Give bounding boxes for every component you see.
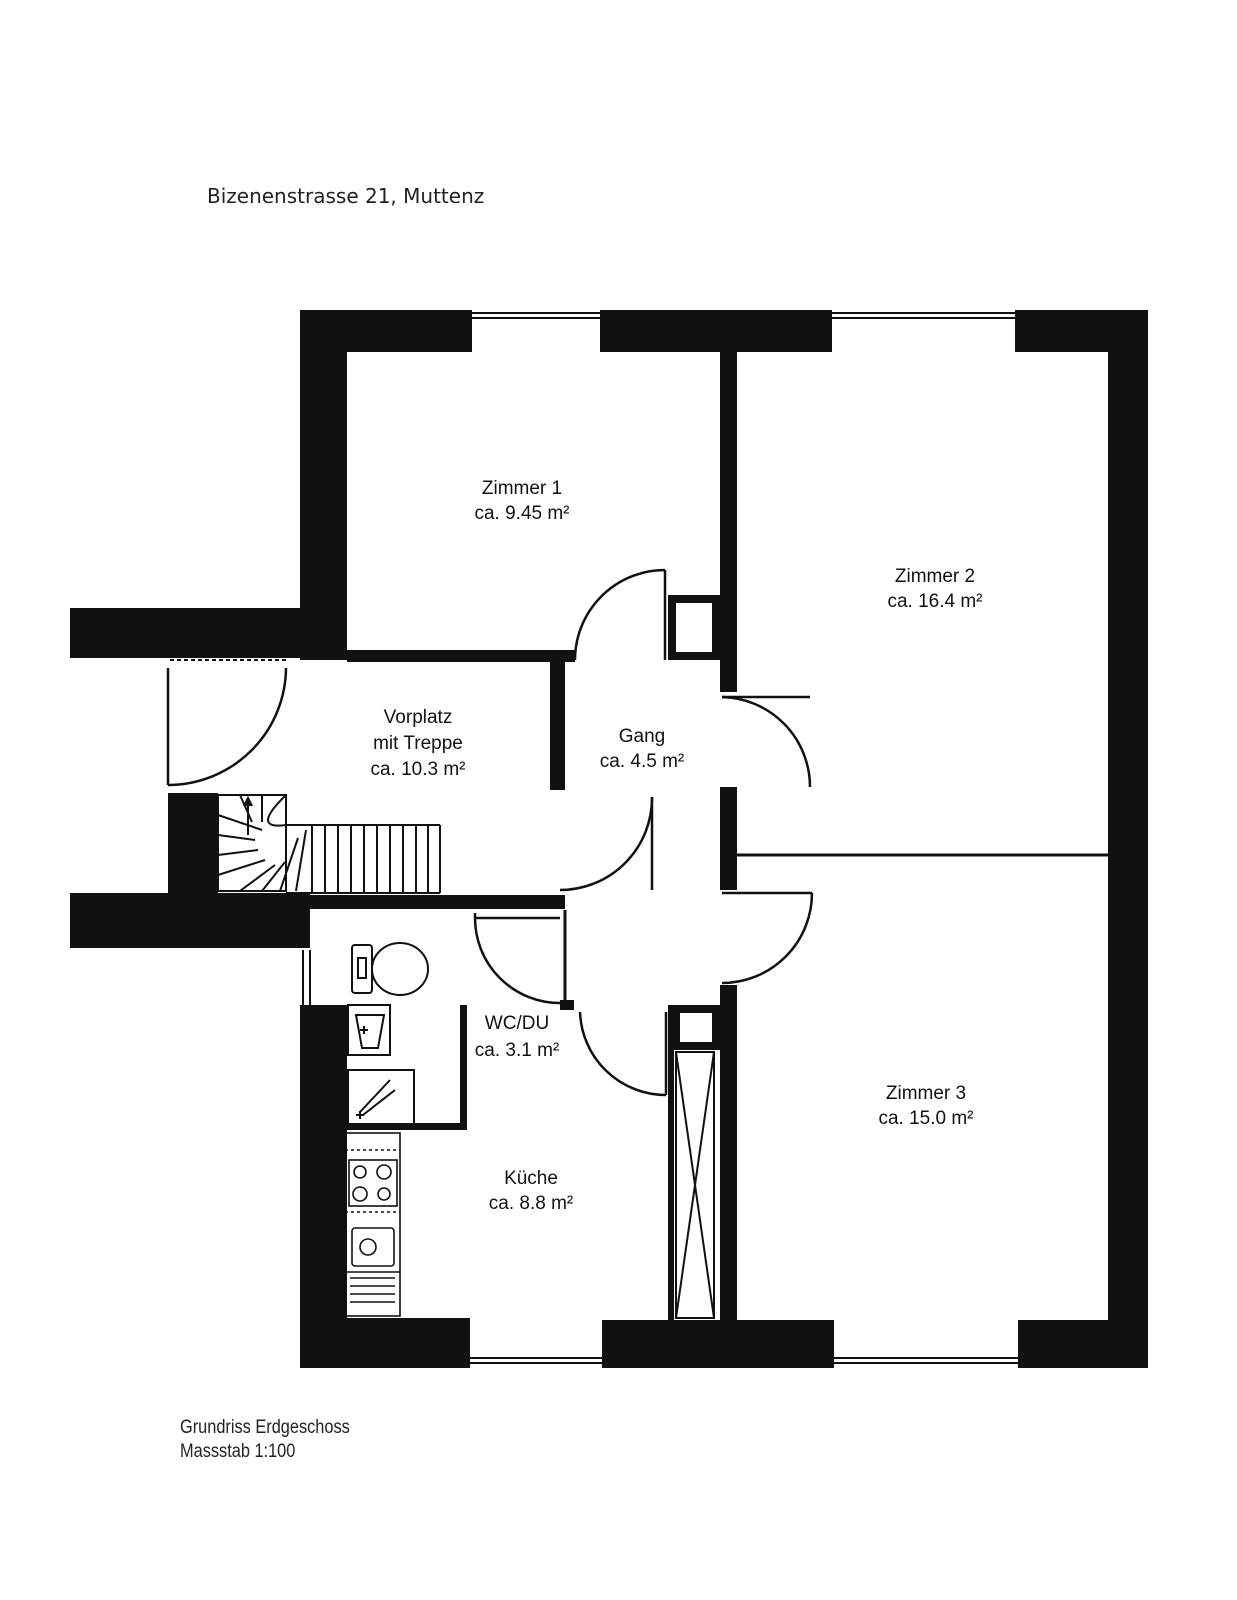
- room-area-zimmer-1: ca. 9.45 m²: [474, 503, 569, 524]
- room-labels: Zimmer 1 ca. 9.45 m² Zimmer 2 ca. 16.4 m…: [370, 478, 982, 1214]
- thin-walls: [563, 853, 1108, 1005]
- room-label-zimmer-2: Zimmer 2: [895, 566, 975, 587]
- kitchen-counter: [344, 1132, 401, 1317]
- room-label-wc-du: WC/DU: [485, 1013, 549, 1034]
- wc-fixtures: [347, 942, 429, 1126]
- plan-scale: Massstab 1:100: [180, 1441, 296, 1462]
- room-label-gang: Gang: [619, 726, 665, 747]
- room-area-gang: ca. 4.5 m²: [600, 751, 684, 772]
- room-label-vorplatz: Vorplatz: [384, 707, 453, 728]
- room-area-wc-du: ca. 3.1 m²: [475, 1040, 559, 1061]
- room-label-kueche: Küche: [504, 1168, 558, 1189]
- windows: [170, 312, 1018, 1364]
- room-label-zimmer-3: Zimmer 3: [886, 1083, 966, 1104]
- room-label-zimmer-1: Zimmer 1: [482, 478, 562, 499]
- room-area-kueche: ca. 8.8 m²: [489, 1193, 573, 1214]
- exterior-walls: [70, 310, 1148, 1368]
- staircase: [217, 794, 441, 894]
- room-area-zimmer-2: ca. 16.4 m²: [887, 591, 982, 612]
- closet: [675, 1051, 715, 1319]
- door-swings: [166, 568, 814, 1097]
- room-label-vorplatz-line2: mit Treppe: [373, 733, 463, 754]
- room-area-zimmer-3: ca. 15.0 m²: [878, 1108, 973, 1129]
- interior-walls: [310, 352, 737, 1320]
- plan-title: Grundriss Erdgeschoss: [180, 1417, 350, 1438]
- room-area-vorplatz: ca. 10.3 m²: [370, 759, 465, 780]
- plan-footer: Grundriss Erdgeschoss Massstab 1:100: [180, 1416, 350, 1464]
- plan-address: Bizenenstrasse 21, Muttenz: [207, 184, 485, 208]
